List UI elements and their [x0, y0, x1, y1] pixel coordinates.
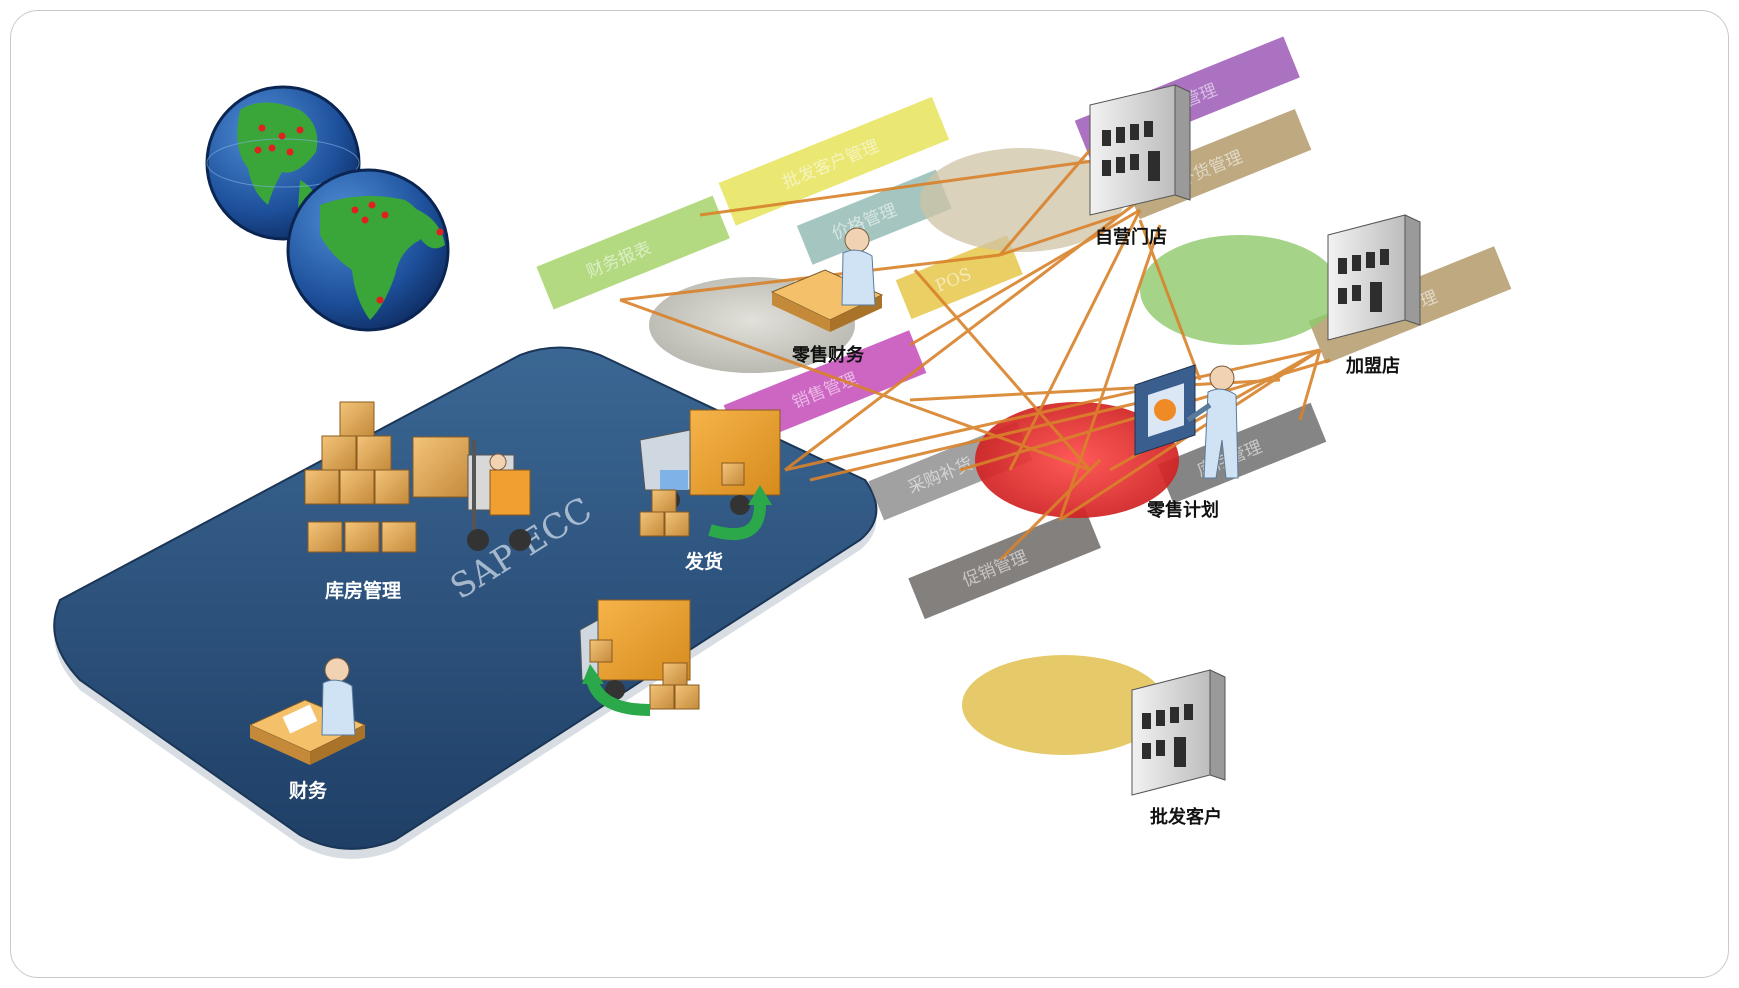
node-retail-planning-label: 零售计划	[1146, 499, 1219, 521]
clerk-icon	[770, 227, 884, 332]
module-finance-label: 财务	[289, 779, 328, 802]
module-procurement-label: 采购	[626, 736, 664, 759]
franchise-disc	[1140, 235, 1340, 345]
truck-icon	[579, 599, 700, 716]
node-wholesale-label: 批发客户	[1150, 806, 1222, 828]
node-franchise-label: 加盟店	[1345, 355, 1400, 377]
boxes-icon	[304, 401, 417, 553]
planning-disc	[975, 402, 1179, 518]
node-retail-finance-label: 零售财务	[791, 344, 865, 366]
strip-gray-bottom: 促销管理	[908, 507, 1101, 620]
module-warehouse-label: 库房管理	[325, 579, 401, 602]
truck-icon	[639, 409, 781, 540]
module-shipping-label: 发货	[684, 550, 723, 573]
own-store-disc	[920, 148, 1124, 252]
building-icon	[1089, 84, 1191, 216]
clerk-icon	[248, 657, 367, 765]
forklift-icon	[412, 436, 531, 551]
presenter-icon	[1134, 364, 1239, 479]
strip-green: 财务报表	[536, 195, 730, 310]
globe-icon	[286, 168, 450, 332]
wholesale-disc	[962, 655, 1166, 755]
building-icon	[1327, 214, 1421, 341]
node-own-store-label: 自营门店	[1095, 226, 1167, 248]
building-icon	[1131, 669, 1226, 796]
